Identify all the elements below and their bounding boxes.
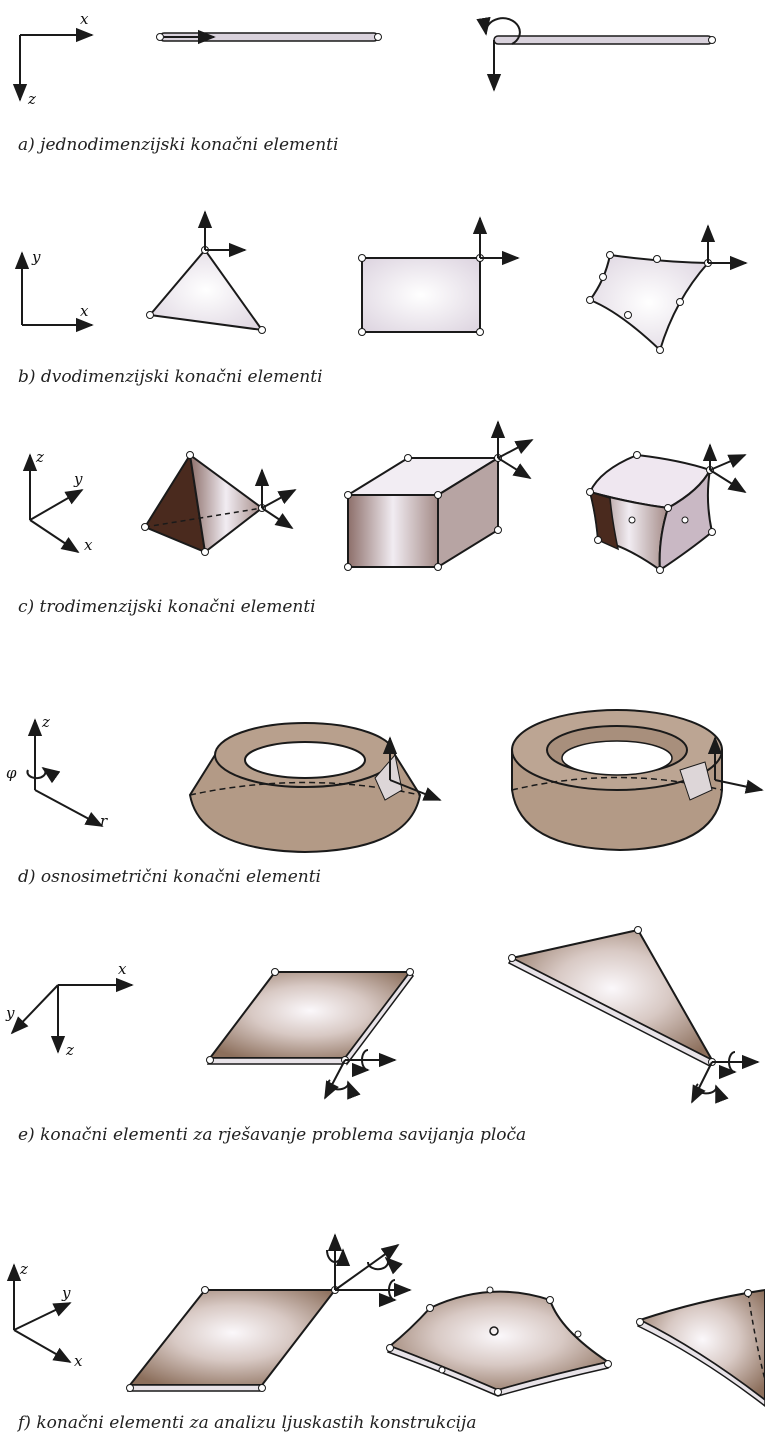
axis-label-z: z — [65, 1041, 74, 1059]
section-d-axisymmetric: z φ r d) osnosimetrični konačni elementi — [6, 709, 764, 887]
axis-label-z: z — [19, 1260, 28, 1278]
curved-shell-element — [386, 1286, 612, 1397]
axis-label-y: y — [61, 1284, 71, 1302]
axisymmetric-ring-element — [511, 709, 764, 852]
axis-label-x: x — [84, 536, 93, 554]
axis-label-z: z — [35, 448, 44, 466]
axisymmetric-truncated-cone-element — [188, 722, 442, 854]
section-f-shell: z y x — [6, 1233, 765, 1433]
flat-shell-element — [126, 1233, 412, 1392]
triangular-plate-element — [507, 926, 760, 1104]
axis-label-y: y — [73, 470, 83, 488]
axis-label-x: x — [80, 302, 89, 320]
curved-hexahedron-element — [586, 443, 747, 574]
axis-triad-b — [14, 251, 94, 333]
section-c-three-dimensional: z y x — [18, 420, 747, 617]
caption-b: b) dvodimenzijski konačni elementi — [18, 367, 323, 387]
caption-a: a) jednodimenzijski konačni elementi — [18, 135, 338, 155]
axis-triad-d — [26, 718, 104, 827]
hexahedron-brick-element — [344, 420, 534, 571]
beam-element — [476, 16, 716, 92]
axis-label-x: x — [118, 960, 127, 978]
caption-c: c) trodimenzijski konačni elementi — [18, 597, 316, 617]
axis-triad-c — [22, 453, 84, 553]
caption-d: d) osnosimetrični konačni elementi — [18, 867, 321, 887]
axis-label-x: x — [80, 10, 89, 28]
axis-label-y: y — [31, 248, 41, 266]
axis-label-z: z — [27, 90, 36, 108]
axis-triad-e — [10, 977, 134, 1054]
axis-triad-f — [6, 1263, 72, 1363]
section-b-two-dimensional: y x — [14, 210, 748, 387]
axis-label-y: y — [5, 1004, 15, 1022]
axis-label-x: x — [74, 1352, 83, 1370]
axis-label-phi: φ — [6, 764, 17, 782]
truss-bar-element — [156, 29, 382, 45]
section-e-plate-bending: x y z e) konačni e — [5, 926, 760, 1145]
axis-label-z: z — [41, 713, 50, 731]
tetrahedron-element — [141, 451, 297, 556]
axis-triad-a — [12, 27, 94, 102]
section-a-one-dimensional: x z a) jednodimenzijski konačni elementi — [12, 10, 716, 155]
caption-f: f) konačni elementi za analizu ljuskasti… — [16, 1413, 476, 1433]
triangle-element — [146, 210, 266, 334]
rectangle-element — [358, 216, 520, 336]
curved-triangular-shell-element — [636, 1288, 765, 1407]
rectangular-plate-element — [206, 968, 414, 1100]
curved-quadrilateral-element — [586, 224, 748, 354]
caption-e: e) konačni elementi za rješavanje proble… — [18, 1125, 526, 1145]
axis-label-r: r — [100, 812, 108, 830]
